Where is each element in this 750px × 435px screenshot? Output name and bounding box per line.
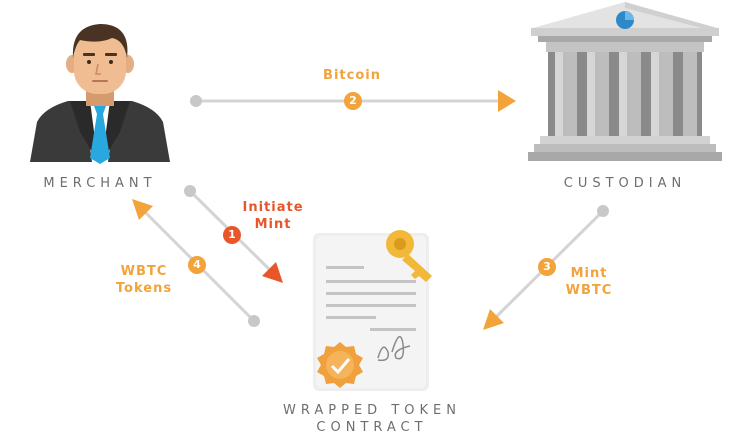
initiate-mint-start-dot <box>184 185 196 197</box>
step-4-label-line2: Tokens <box>115 281 173 296</box>
mint-wbtc-arrowhead <box>483 309 504 330</box>
wbtc-tokens-arrowhead <box>132 199 153 220</box>
key-icon <box>386 230 432 282</box>
contract-caption-line1: WRAPPED TOKEN <box>283 403 461 418</box>
signature-icon <box>377 335 411 362</box>
merchant-caption: MERCHANT <box>43 176 157 191</box>
initiate-mint-arrowhead <box>262 262 283 283</box>
bank-building-icon <box>528 2 722 161</box>
step-3-label-line1: Mint <box>570 266 608 281</box>
bitcoin-arrow-start-dot <box>190 95 202 107</box>
step-1-label-line1: Initiate <box>242 200 304 215</box>
wbtc-tokens-start-dot <box>248 315 260 327</box>
step-3-label-line2: WBTC <box>565 283 613 298</box>
step-1-badge: 1 <box>223 226 241 244</box>
step-2-label: Bitcoin <box>323 68 381 83</box>
step-3-badge: 3 <box>538 258 556 276</box>
seal-badge-icon <box>317 342 363 388</box>
custodian-caption: CUSTODIAN <box>563 176 687 191</box>
contract-caption-line2: CONTRACT <box>316 420 428 435</box>
step-4-badge: 4 <box>188 256 206 274</box>
businessman-icon <box>30 24 170 164</box>
step-2-badge: 2 <box>344 92 362 110</box>
mint-wbtc-start-dot <box>597 205 609 217</box>
step-4-label-line1: WBTC <box>120 264 168 279</box>
step-1-label-line2: Mint <box>254 217 292 232</box>
bitcoin-arrowhead <box>498 90 516 112</box>
